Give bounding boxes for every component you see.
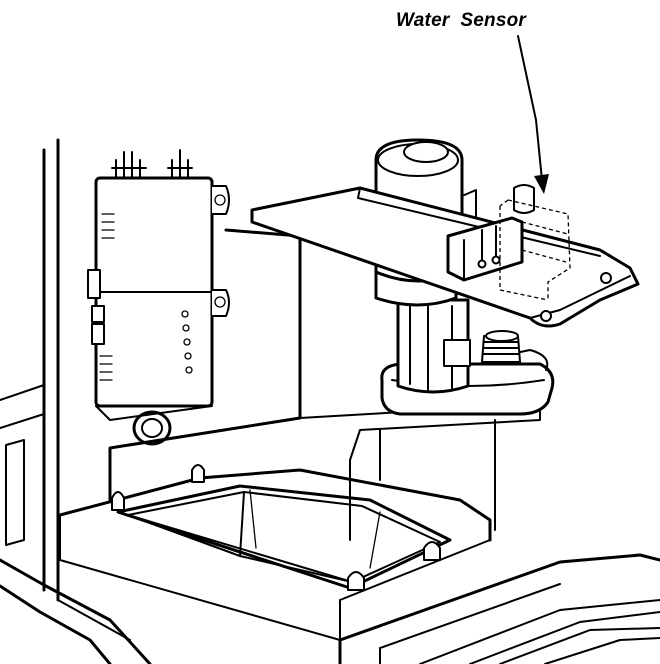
- control-board: [87, 149, 230, 421]
- pump-mounting-bracket: [250, 186, 640, 328]
- water-sensor-leader-arrow: [517, 35, 549, 194]
- cabinet-frame: [0, 138, 660, 664]
- water-reservoir: [58, 464, 492, 641]
- wall-grommet: [132, 410, 172, 446]
- water-sensor-label: Water Sensor: [396, 10, 527, 31]
- water-sensor: [446, 184, 571, 301]
